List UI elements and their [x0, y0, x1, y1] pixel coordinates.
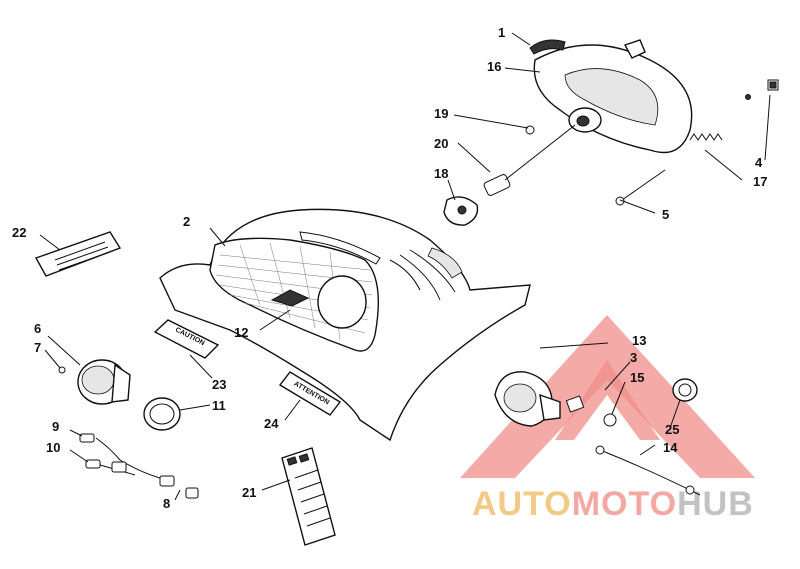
callout-11: 11 — [212, 398, 226, 413]
screw-part-5 — [615, 169, 666, 206]
headlight-bracket-part-1 — [529, 39, 566, 55]
callout-2: 2 — [183, 214, 190, 229]
bulb-part-20 — [483, 124, 576, 196]
decal-part-22 — [34, 231, 122, 277]
callout-25: 25 — [665, 422, 679, 437]
washer-part-3 — [565, 395, 585, 413]
caution-decal-part-23: CAUTION — [153, 319, 220, 359]
bezel-ring-part-11 — [143, 397, 181, 431]
callout-12: 12 — [234, 325, 248, 340]
callout-17: 17 — [753, 174, 767, 189]
screw-part-7 — [58, 366, 66, 374]
callout-22: 22 — [12, 225, 26, 240]
callout-24: 24 — [264, 416, 279, 431]
adjust-spring-part-17 — [689, 133, 723, 141]
callout-4: 4 — [755, 155, 763, 170]
callout-3: 3 — [630, 350, 637, 365]
cable-part-14 — [595, 445, 701, 496]
gauge-part-6 — [77, 359, 131, 405]
nut-part-15 — [603, 413, 617, 427]
headlight-housing-part-16 — [533, 39, 693, 154]
watermark-logo: AUTOMOTOHUB — [460, 315, 755, 523]
callout-18: 18 — [434, 166, 448, 181]
callout-14: 14 — [663, 440, 678, 455]
callout-23: 23 — [212, 377, 226, 392]
callout-6: 6 — [34, 321, 41, 336]
nut-part-19 — [525, 125, 535, 135]
wiring-harness-part-8 — [79, 433, 199, 499]
bulb-socket-part-18 — [443, 196, 479, 226]
hood-part-2 — [159, 208, 531, 442]
callout-1: 1 — [498, 25, 505, 40]
callout-9: 9 — [52, 419, 59, 434]
callout-7: 7 — [34, 340, 41, 355]
callout-21: 21 — [242, 485, 256, 500]
decal-part-21 — [281, 447, 336, 546]
watermark-triangle-icon — [460, 315, 755, 478]
watermark-word-auto: AUTO — [472, 485, 572, 523]
callout-16: 16 — [487, 59, 501, 74]
callout-10: 10 — [46, 440, 60, 455]
svg-text:AUTOMOTOHUB: AUTOMOTOHUB — [472, 485, 754, 523]
grommet-part-25 — [672, 378, 698, 402]
callout-19: 19 — [434, 106, 448, 121]
callout-8: 8 — [163, 496, 170, 511]
callout-13: 13 — [632, 333, 646, 348]
watermark-inner-triangle-icon — [555, 360, 660, 440]
watermark-word-moto: MOTO — [572, 485, 677, 523]
leader-lines — [39, 32, 771, 501]
clip-part-4 — [745, 79, 779, 100]
callout-labels: 1 2 3 4 5 6 7 8 9 10 11 12 13 14 15 16 1… — [12, 25, 767, 511]
gauge-housing-part-13 — [494, 371, 561, 427]
callout-5: 5 — [662, 207, 669, 222]
callout-15: 15 — [630, 370, 644, 385]
callout-20: 20 — [434, 136, 448, 151]
